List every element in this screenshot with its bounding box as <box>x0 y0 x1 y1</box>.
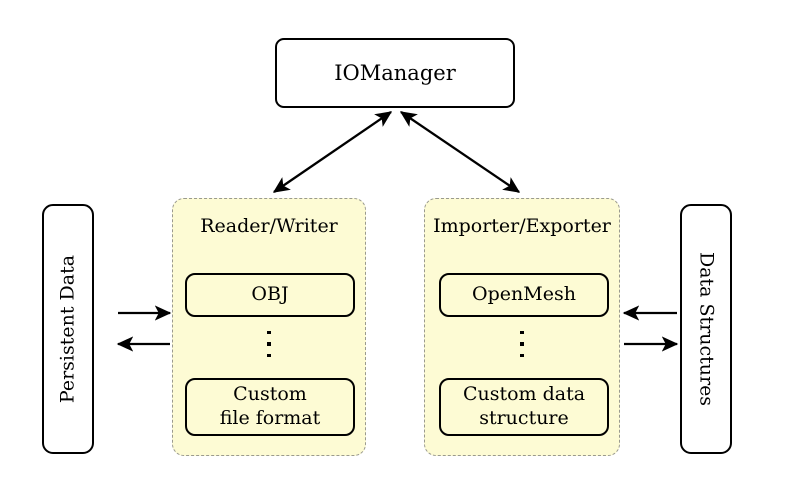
group-title-importer-exporter: Importer/Exporter <box>433 215 611 237</box>
arrow-iomanager-importerexporter <box>399 111 521 193</box>
ellipsis-dot <box>267 342 271 346</box>
node-data-structures-label: Data Structures <box>695 251 718 407</box>
ellipsis-reader-writer <box>173 331 365 358</box>
group-panel-importer-exporter[interactable]: Importer/Exporter OpenMesh Custom data s… <box>424 198 620 456</box>
group-title-reader-writer: Reader/Writer <box>200 215 338 237</box>
node-data-structures[interactable]: Data Structures <box>680 204 732 454</box>
custom-file-format-line2: file format <box>219 407 321 429</box>
ellipsis-dot <box>520 342 524 346</box>
ellipsis-dot <box>267 331 271 335</box>
node-iomanager[interactable]: IOManager <box>275 38 515 108</box>
item-box-custom-file-format[interactable]: Custom file format <box>185 378 355 436</box>
item-box-custom-data-structure-label: Custom data structure <box>463 383 585 431</box>
custom-data-structure-line2: structure <box>479 407 569 429</box>
node-iomanager-label: IOManager <box>334 60 456 85</box>
node-persistent-data[interactable]: Persistent Data <box>42 204 94 454</box>
item-box-custom-file-format-label: Custom file format <box>220 383 321 431</box>
group-panel-reader-writer[interactable]: Reader/Writer OBJ Custom file format <box>172 198 366 456</box>
ellipsis-importer-exporter <box>425 331 619 358</box>
item-box-openmesh-label: OpenMesh <box>472 283 576 306</box>
item-box-obj[interactable]: OBJ <box>185 273 355 317</box>
custom-data-structure-line1: Custom data <box>462 383 586 406</box>
custom-file-format-line1: Custom <box>233 383 307 406</box>
arrow-iomanager-readerwriter <box>272 111 393 193</box>
ellipsis-dot <box>520 331 524 335</box>
node-persistent-data-label: Persistent Data <box>56 254 79 404</box>
ellipsis-dot <box>267 353 271 358</box>
item-box-custom-data-structure[interactable]: Custom data structure <box>439 378 609 436</box>
item-box-obj-label: OBJ <box>251 283 289 306</box>
ellipsis-dot <box>520 353 524 358</box>
item-box-openmesh[interactable]: OpenMesh <box>439 273 609 317</box>
